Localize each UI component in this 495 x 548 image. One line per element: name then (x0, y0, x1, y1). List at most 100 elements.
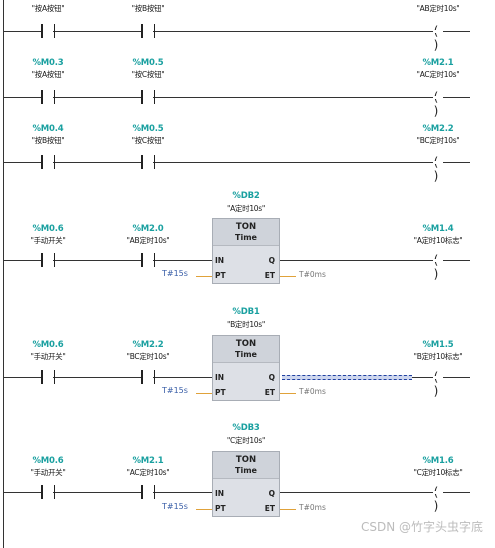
block-subtype: Time (235, 466, 257, 475)
timer-db-symbol: "B定时10s" (226, 320, 266, 329)
contact-2-symbol: "按C按钮" (131, 70, 165, 79)
et-value[interactable]: T#0ms (299, 387, 326, 396)
no-contact-1[interactable] (41, 370, 55, 384)
pin-et: ET (264, 271, 275, 280)
timer-db-address: %DB1 (232, 307, 260, 317)
contact-1-address: %M0.6 (32, 340, 64, 350)
contact-2-address: %M2.2 (132, 340, 164, 350)
et-value[interactable]: T#0ms (299, 270, 326, 279)
output-coil[interactable]: ( ) (430, 155, 446, 183)
block-type: TON (235, 455, 257, 465)
pin-in: IN (215, 373, 225, 382)
no-contact-1[interactable] (41, 24, 55, 38)
contact-2-symbol: "AB定时10s" (126, 236, 170, 245)
pt-value[interactable]: T#15s (162, 502, 188, 511)
block-subtype: Time (235, 350, 257, 359)
ton-timer-block[interactable]: TON Time IN PT Q ET (212, 451, 280, 517)
pin-pt: PT (215, 388, 226, 397)
pt-value[interactable]: T#15s (162, 269, 188, 278)
coil-address: %M2.1 (422, 58, 454, 68)
pin-et: ET (264, 504, 275, 513)
coil-address: %M1.4 (422, 224, 454, 234)
contact-1-address: %M0.6 (32, 224, 64, 234)
block-type: TON (235, 339, 257, 349)
contact-2-symbol: "按B按钮" (131, 4, 165, 13)
pin-in: IN (215, 489, 225, 498)
contact-1-symbol: "手动开关" (30, 352, 66, 361)
block-header: TON Time (213, 219, 279, 246)
contact-2-address: %M2.0 (132, 224, 164, 234)
no-contact-2[interactable] (141, 24, 155, 38)
coil-symbol: "A定时10标志" (413, 236, 463, 245)
contact-2-address: %M2.1 (132, 456, 164, 466)
timer-db-address: %DB2 (232, 191, 260, 201)
no-contact-1[interactable] (41, 155, 55, 169)
pt-wire (196, 509, 212, 510)
coil-address: %M1.5 (422, 340, 454, 350)
et-wire (280, 276, 296, 277)
block-subtype: Time (235, 233, 257, 242)
contact-1-symbol: "按B按钮" (31, 136, 65, 145)
contact-2-symbol: "BC定时10s" (126, 352, 170, 361)
et-wire (280, 509, 296, 510)
ton-timer-block[interactable]: TON Time IN PT Q ET (212, 218, 280, 284)
no-contact-2[interactable] (141, 155, 155, 169)
coil-symbol: "BC定时10s" (416, 136, 460, 145)
et-value[interactable]: T#0ms (299, 503, 326, 512)
rung-wire-left (3, 492, 212, 493)
timer-db-symbol: "C定时10s" (226, 436, 266, 445)
rung-wire (3, 31, 470, 32)
selected-wire[interactable] (282, 375, 412, 380)
output-coil[interactable]: ( ) (430, 370, 446, 398)
no-contact-1[interactable] (41, 90, 55, 104)
et-wire (280, 393, 296, 394)
contact-1-address: %M0.6 (32, 456, 64, 466)
pin-et: ET (264, 388, 275, 397)
pt-value[interactable]: T#15s (162, 386, 188, 395)
block-type: TON (235, 222, 257, 232)
rung-wire-right (280, 492, 470, 493)
contact-1-address: %M0.4 (32, 124, 64, 134)
no-contact-1[interactable] (41, 253, 55, 267)
contact-1-symbol: "按A按钮" (31, 4, 65, 13)
timer-db-symbol: "A定时10s" (226, 204, 266, 213)
pin-q: Q (268, 489, 275, 498)
contact-1-address: %M0.3 (32, 58, 64, 68)
rung-wire-right (280, 260, 470, 261)
block-header: TON Time (213, 452, 279, 479)
contact-2-address: %M0.5 (132, 58, 164, 68)
contact-1-symbol: "手动开关" (30, 468, 66, 477)
block-header: TON Time (213, 336, 279, 363)
pin-in: IN (215, 256, 225, 265)
timer-db-address: %DB3 (232, 423, 260, 433)
output-coil[interactable]: ( ) (430, 253, 446, 281)
pin-q: Q (268, 256, 275, 265)
rung-wire (3, 162, 470, 163)
coil-symbol: "AC定时10s" (416, 70, 460, 79)
ton-timer-block[interactable]: TON Time IN PT Q ET (212, 335, 280, 401)
no-contact-1[interactable] (41, 485, 55, 499)
no-contact-2[interactable] (141, 90, 155, 104)
no-contact-2[interactable] (141, 253, 155, 267)
coil-symbol: "AB定时10s" (416, 4, 460, 13)
pin-pt: PT (215, 504, 226, 513)
left-power-rail (3, 0, 4, 548)
no-contact-2[interactable] (141, 485, 155, 499)
pin-q: Q (268, 373, 275, 382)
output-coil[interactable]: ( ) (430, 485, 446, 513)
pin-pt: PT (215, 271, 226, 280)
contact-2-symbol: "按C按钮" (131, 136, 165, 145)
rung-wire (3, 97, 470, 98)
pt-wire (196, 393, 212, 394)
coil-symbol: "C定时10标志" (413, 468, 463, 477)
watermark: CSDN @竹字头虫字底 (360, 520, 483, 534)
pt-wire (196, 276, 212, 277)
coil-symbol: "B定时10标志" (413, 352, 463, 361)
rung-wire-left (3, 377, 212, 378)
contact-1-symbol: "手动开关" (30, 236, 66, 245)
coil-address: %M1.6 (422, 456, 454, 466)
output-coil[interactable]: ( ) (430, 24, 446, 52)
output-coil[interactable]: ( ) (430, 90, 446, 118)
contact-1-symbol: "按A按钮" (31, 70, 65, 79)
no-contact-2[interactable] (141, 370, 155, 384)
